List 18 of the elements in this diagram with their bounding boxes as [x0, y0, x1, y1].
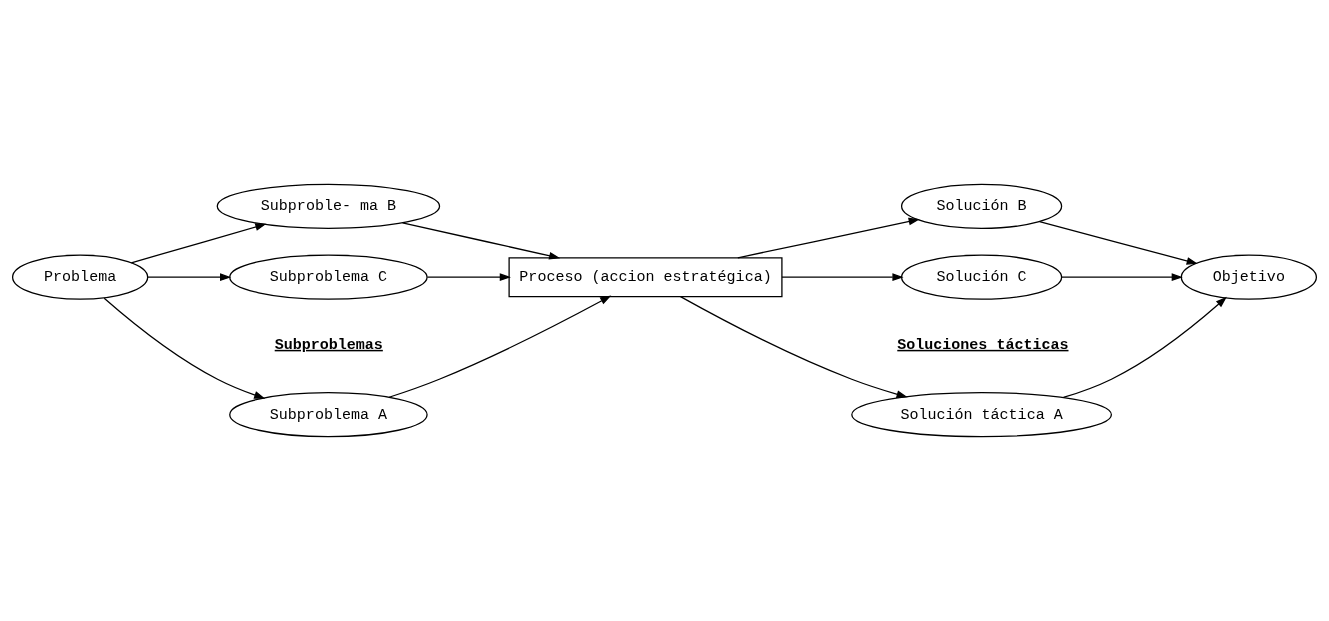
arrow: [147, 273, 232, 282]
arrow: [1060, 273, 1183, 282]
arrow: [679, 296, 908, 398]
arrow: [426, 273, 511, 282]
arrow: [781, 273, 904, 282]
label: Soluciones tácticas: [897, 335, 1069, 354]
arrow: [737, 217, 920, 259]
label: Subproblemas: [274, 335, 383, 354]
node-ellipse: Solución C: [900, 254, 1063, 300]
node-box: Proceso (accion estratégica): [508, 257, 783, 298]
arrow: [103, 297, 266, 399]
arrow: [388, 295, 612, 398]
arrow: [1062, 296, 1227, 399]
arrow: [130, 223, 267, 264]
arrow: [1038, 220, 1198, 265]
node-ellipse: Subproblema C: [229, 254, 428, 300]
arrow: [401, 222, 561, 260]
node-ellipse: Problema: [11, 254, 149, 300]
